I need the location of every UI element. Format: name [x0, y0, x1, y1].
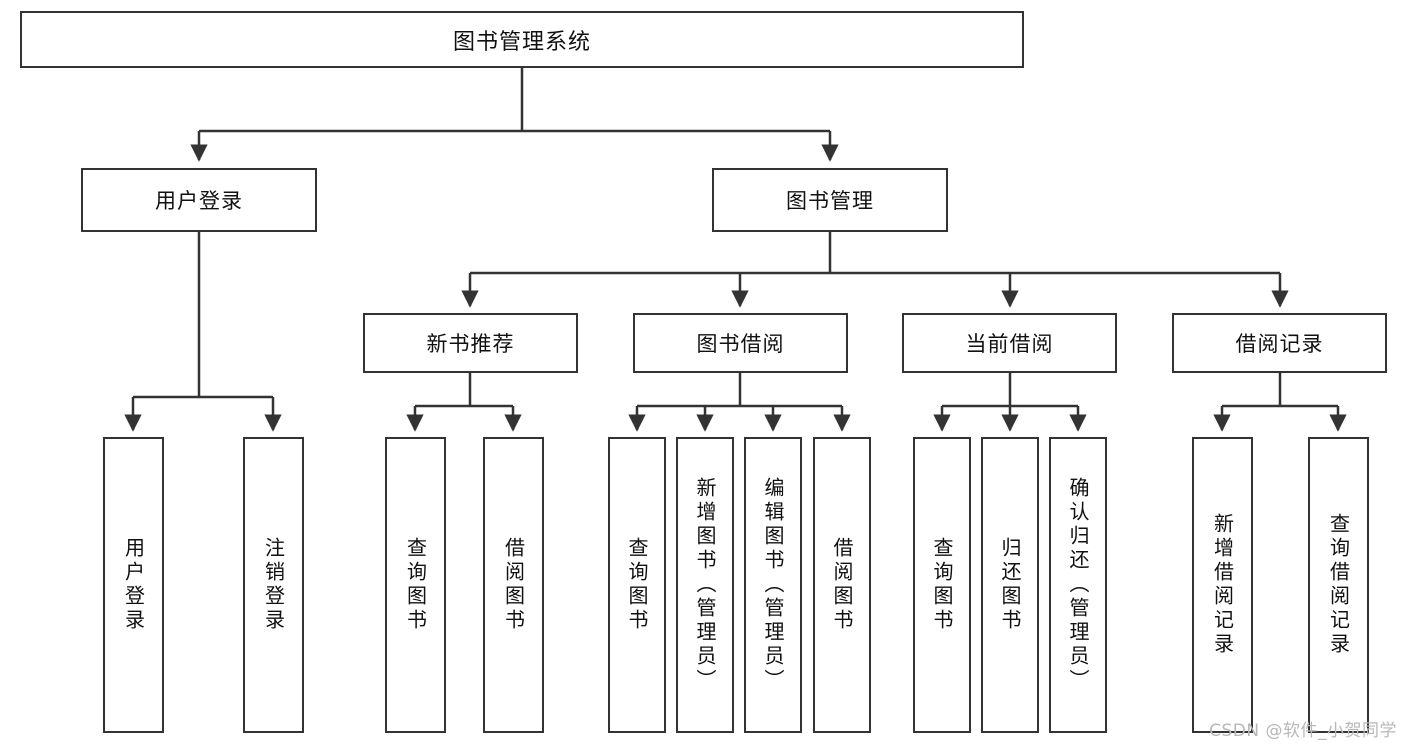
node-label: 查询图书 — [930, 537, 954, 633]
watermark-text: CSDN @软件_小贺同学 — [1209, 721, 1397, 741]
leaf-borrow-edit-book-admin[interactable]: 编辑图书（管理员） — [744, 437, 802, 733]
node-label: 归还图书 — [998, 537, 1022, 633]
node-current-borrow[interactable]: 当前借阅 — [902, 313, 1117, 373]
node-user-login[interactable]: 用户登录 — [81, 168, 317, 232]
node-label: 借阅图书 — [830, 537, 854, 633]
leaf-current-confirm-return-admin[interactable]: 确认归还（管理员） — [1049, 437, 1107, 733]
node-label: 查询借阅记录 — [1326, 513, 1351, 657]
leaf-recommend-query-book[interactable]: 查询图书 — [385, 437, 446, 733]
leaf-borrow-add-book-admin[interactable]: 新增图书（管理员） — [676, 437, 734, 733]
leaf-borrow-query-book[interactable]: 查询图书 — [608, 437, 666, 733]
node-new-book-recommend[interactable]: 新书推荐 — [363, 313, 578, 373]
node-label: 当前借阅 — [965, 332, 1054, 356]
node-label: 确认归还（管理员） — [1066, 477, 1090, 693]
node-label: 新增图书（管理员） — [693, 477, 717, 693]
leaf-user-login-logout[interactable]: 注销登录 — [243, 437, 304, 733]
node-label: 用户登录 — [155, 189, 243, 213]
node-label: 图书借阅 — [696, 332, 785, 356]
leaf-recommend-borrow-book[interactable]: 借阅图书 — [483, 437, 544, 733]
node-label: 新增借阅记录 — [1210, 513, 1235, 657]
leaf-user-login-login[interactable]: 用户登录 — [103, 437, 164, 733]
node-label: 查询图书 — [403, 537, 428, 633]
node-label: 注销登录 — [261, 537, 286, 633]
node-label: 图书管理系统 — [452, 29, 591, 55]
node-book-management[interactable]: 图书管理 — [712, 168, 948, 232]
node-book-borrow[interactable]: 图书借阅 — [633, 313, 848, 373]
node-label: 用户登录 — [121, 537, 146, 633]
leaf-borrow-borrow-book[interactable]: 借阅图书 — [813, 437, 871, 733]
leaf-record-add-record[interactable]: 新增借阅记录 — [1192, 437, 1253, 733]
node-root-book-management-system[interactable]: 图书管理系统 — [20, 11, 1024, 68]
node-label: 编辑图书（管理员） — [761, 477, 785, 693]
node-label: 借阅记录 — [1235, 332, 1324, 356]
node-label: 查询图书 — [625, 537, 649, 633]
node-borrow-record[interactable]: 借阅记录 — [1172, 313, 1387, 373]
node-label: 借阅图书 — [501, 537, 526, 633]
leaf-current-query-book[interactable]: 查询图书 — [913, 437, 971, 733]
leaf-record-query-record[interactable]: 查询借阅记录 — [1308, 437, 1369, 733]
node-label: 新书推荐 — [426, 332, 515, 356]
node-label: 图书管理 — [786, 189, 874, 213]
leaf-current-return-book[interactable]: 归还图书 — [981, 437, 1039, 733]
